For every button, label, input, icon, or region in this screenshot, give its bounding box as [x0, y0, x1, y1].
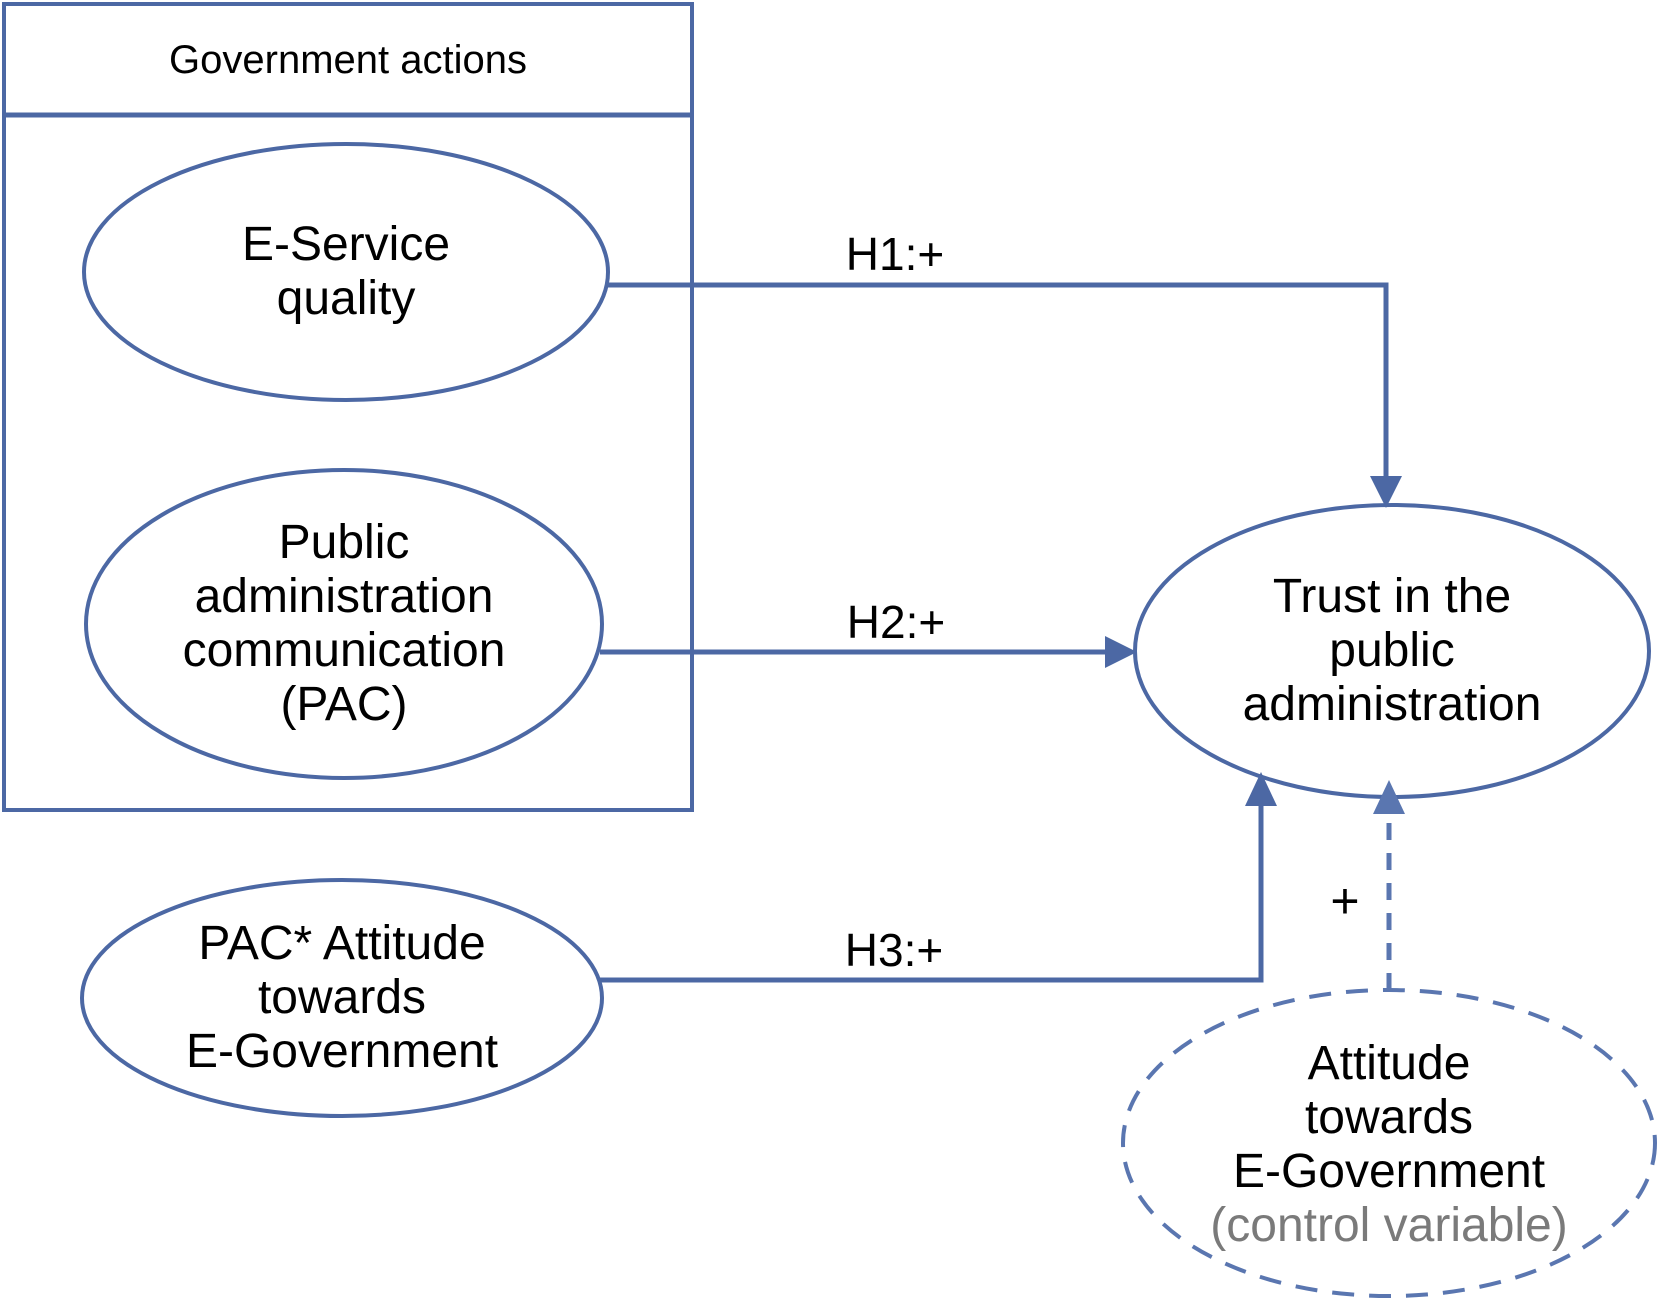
government-actions-group-box: [2, 2, 694, 812]
attitude-control-dashed-ellipse: [1121, 988, 1657, 1298]
h1-arrow-line: [606, 282, 1389, 478]
control-arrowhead: [1373, 780, 1405, 814]
trust-ellipse: [1133, 503, 1651, 799]
e-service-quality-ellipse: [82, 142, 610, 402]
h1-arrowhead: [1370, 476, 1402, 508]
pac-ellipse: [84, 468, 604, 780]
pac-attitude-ellipse: [80, 878, 604, 1118]
h2-arrowhead: [1105, 636, 1137, 668]
h3-arrowhead: [1245, 772, 1277, 806]
h3-arrow-line: [599, 806, 1264, 983]
